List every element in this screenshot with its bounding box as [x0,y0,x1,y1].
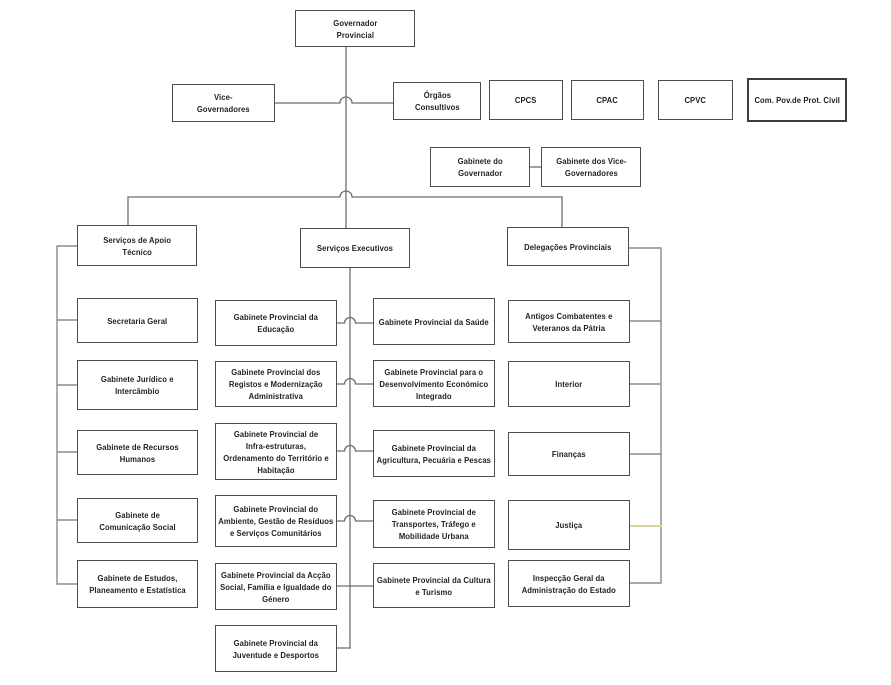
org-box-label: Gabinete de Comunicação Social [99,509,176,532]
org-box-gp-educacao: Gabinete Provincial da Educação [215,300,337,346]
org-box-gp-cultura: Gabinete Provincial da Cultura e Turismo [373,563,495,608]
org-box-cpcs: CPCS [489,80,563,120]
org-box-servicos-executivos: Serviços Executivos [300,228,410,268]
org-box-label: Gabinete Provincial da Educação [233,312,319,334]
org-box-label: Órgãos Consultivos [414,90,460,112]
org-box-servicos-apoio-tecnico: Serviços de Apoio Técnico [77,225,197,266]
org-box-justica: Justiça [508,500,630,550]
org-box-label: Serviços de Apoio Técnico [103,234,171,257]
org-box-label: Gabinete Provincial da Juventude e Despo… [232,637,320,660]
org-box-governador-provincial: Governador Provincial [295,10,415,47]
org-box-gp-registos: Gabinete Provincial dos Registos e Moder… [215,361,337,407]
org-box-antigos-combatentes: Antigos Combatentes e Veteranos da Pátri… [508,300,630,343]
org-box-label: Serviços Executivos [316,243,394,253]
connector-center-stubs [336,316,374,649]
org-box-gp-agricultura: Gabinete Provincial da Agricultura, Pecu… [373,430,495,477]
org-box-label: Gabinete Provincial da Saúde [379,316,489,327]
org-box-label: Gabinete Provincial da Acção Social, Fam… [220,569,332,604]
org-box-label: CPAC [596,95,619,105]
org-box-label: Gabinete Provincial dos Registos e Moder… [229,367,323,401]
org-box-label: Gabinete Provincial da Agricultura, Pecu… [376,442,492,465]
org-box-financas: Finanças [508,432,630,476]
org-box-interior: Interior [508,361,630,407]
org-box-secretaria-geral: Secretaria Geral [77,298,198,343]
org-box-cpac: CPAC [571,80,644,120]
org-box-estudos-planeamento: Gabinete de Estudos, Planeamento e Estat… [77,560,198,608]
org-box-label: Governador Provincial [332,17,378,40]
org-box-gp-desenvolvimento: Gabinete Provincial para o Desenvolvimen… [373,360,495,407]
org-box-gabinete-governador: Gabinete do Governador [430,147,530,187]
org-box-label: Secretaria Geral [107,315,168,326]
org-box-gp-transportes: Gabinete Provincial de Transportes, Tráf… [373,500,495,548]
org-box-label: Gabinete de Recursos Humanos [96,441,179,464]
org-box-gp-juventude: Gabinete Provincial da Juventude e Despo… [215,625,337,672]
org-box-label: Inspecção Geral da Administração do Esta… [521,572,617,595]
connector-row2-branch [274,96,394,104]
org-box-label: Gabinete Provincial de Infra-estruturas,… [223,428,329,475]
org-box-label: Gabinete do Governador [457,156,503,178]
connector-right-spine [628,247,662,584]
org-box-vice-governadores: Vice-Governadores [172,84,275,122]
org-box-recursos-humanos: Gabinete de Recursos Humanos [77,430,198,475]
org-box-label: Antigos Combatentes e Veteranos da Pátri… [525,310,613,333]
org-box-label: CPCS [515,95,537,105]
org-box-gabinete-vice-governadores: Gabinete dos Vice-Governadores [541,147,641,187]
org-box-inspeccao-geral: Inspecção Geral da Administração do Esta… [508,560,630,607]
org-box-label: Gabinete Provincial de Transportes, Tráf… [391,507,477,541]
org-box-comunicacao-social: Gabinete de Comunicação Social [77,498,198,543]
org-box-label: Finanças [552,449,586,459]
org-box-label: Gabinete de Estudos, Planeamento e Estat… [89,573,186,595]
connector-distributor [127,190,563,228]
connector-left-spine [56,245,78,585]
org-box-com-pov-prot-civil: Com. Pov.de Prot. Civil [747,78,847,122]
org-box-label: Gabinete dos Vice-Governadores [555,156,627,178]
org-box-orgaos-consultivos: Órgãos Consultivos [393,82,481,120]
org-box-gp-ambiente: Gabinete Provincial do Ambiente, Gestão … [215,495,337,547]
org-box-gp-accao-social: Gabinete Provincial da Acção Social, Fam… [215,563,337,610]
org-box-cpvc: CPVC [658,80,733,120]
org-box-label: Vice-Governadores [197,92,250,114]
org-box-label: Justiça [555,520,583,530]
org-box-label: Gabinete Jurídico e Intercâmbio [101,374,174,396]
org-box-gabinete-juridico: Gabinete Jurídico e Intercâmbio [77,360,198,410]
org-box-label: Interior [555,379,583,389]
org-box-label: Com. Pov.de Prot. Civil [754,95,840,105]
org-box-label: Delegações Provinciais [524,241,612,252]
org-box-label: Gabinete Provincial do Ambiente, Gestão … [218,504,334,538]
org-box-gp-saude: Gabinete Provincial da Saúde [373,298,495,345]
org-box-label: Gabinete Provincial da Cultura e Turismo [377,574,491,597]
org-box-label: CPVC [684,95,707,105]
org-box-delegacoes-provinciais: Delegações Provinciais [507,227,629,266]
org-box-gp-infraestruturas: Gabinete Provincial de Infra-estruturas,… [215,423,337,480]
org-box-label: Gabinete Provincial para o Desenvolvimen… [379,366,489,401]
